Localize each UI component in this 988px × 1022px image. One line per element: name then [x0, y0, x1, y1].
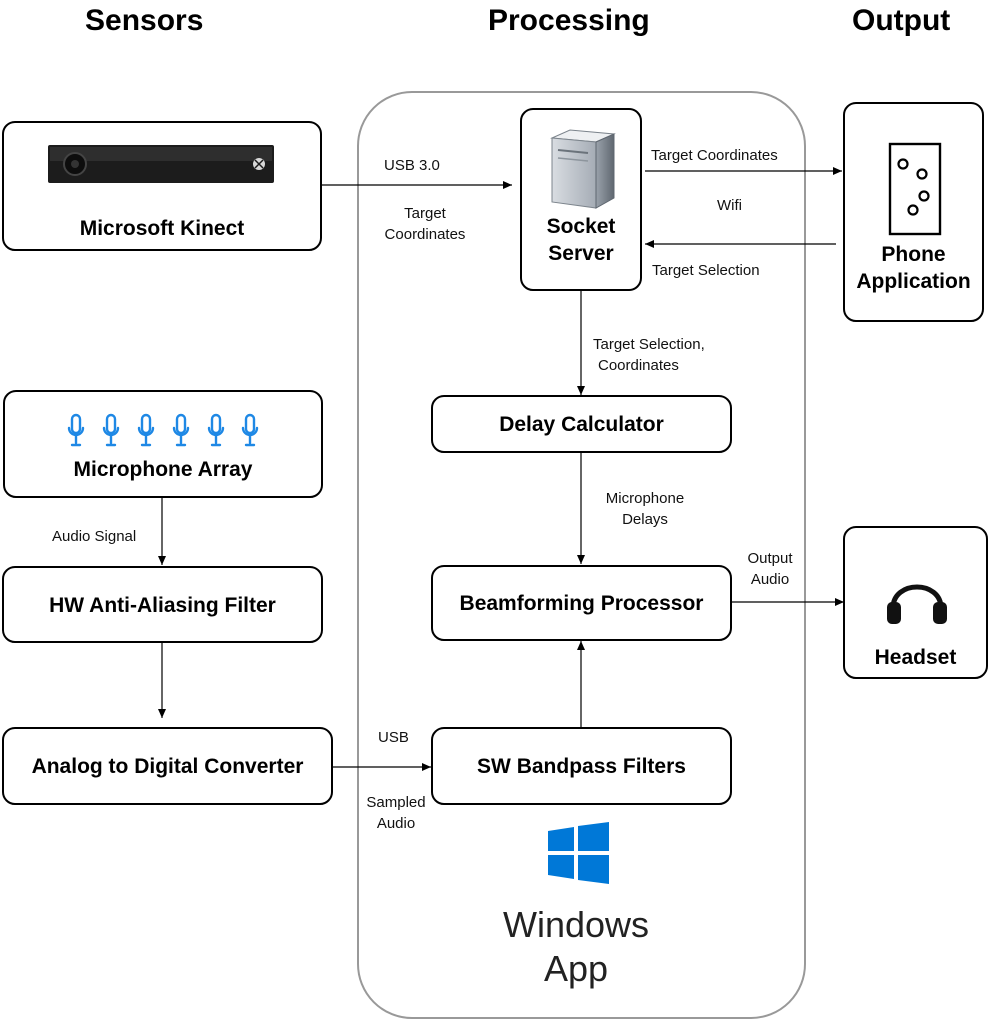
- windows-logo-icon: [548, 822, 609, 884]
- phone-icon: [888, 142, 942, 236]
- edge-label-usb30: USB 3.0: [384, 157, 440, 174]
- phone-application-block: Phone Application: [843, 102, 984, 322]
- delay-calculator-block: Delay Calculator: [431, 395, 732, 453]
- beamforming-processor-block: Beamforming Processor: [431, 565, 732, 641]
- phone-application-label-line: Application: [856, 270, 971, 293]
- edge-label-line: Target: [404, 205, 446, 222]
- edge-label-line: Microphone: [605, 490, 685, 507]
- phone-application-label: Phone Application: [841, 241, 986, 295]
- headset-block: Headset: [843, 526, 988, 679]
- windows-app-label-line: App: [543, 948, 609, 989]
- microphone-array-block: Microphone Array: [3, 390, 323, 498]
- edge-label-target-selection: Target Selection: [652, 262, 760, 279]
- headphones-icon: [887, 584, 947, 624]
- adc-label: Analog to Digital Converter: [31, 755, 304, 778]
- microphone-array-label: Microphone Array: [73, 458, 253, 481]
- edge-label-line: Audio: [376, 815, 416, 832]
- headset-label: Headset: [874, 646, 957, 669]
- windows-app-container: [357, 91, 806, 1019]
- windows-app-label-line: Windows: [502, 904, 650, 945]
- hw-anti-aliasing-filter-block: HW Anti-Aliasing Filter: [2, 566, 323, 643]
- kinect-sensor-icon: [48, 145, 274, 183]
- edge-label-line: Audio: [750, 571, 790, 588]
- socket-server-label-line: Server: [548, 242, 614, 265]
- kinect-label: Microsoft Kinect: [79, 217, 245, 240]
- edge-label-wifi: Wifi: [717, 197, 742, 214]
- edge-label-line: Coordinates: [384, 226, 466, 243]
- edge-label-target-coordinates-in: Target Coordinates: [370, 203, 480, 245]
- edge-label-line: Target Selection,: [593, 336, 705, 353]
- edge-label-line: Output: [747, 550, 793, 567]
- windows-app-label: Windows App: [476, 903, 676, 991]
- edge-label-target-coordinates-out: Target Coordinates: [651, 147, 778, 164]
- heading-sensors: Sensors: [85, 4, 204, 37]
- edge-label-output-audio: Output Audio: [738, 548, 802, 590]
- socket-server-block: Socket Server: [520, 108, 642, 291]
- edge-label-line: Delays: [622, 511, 668, 528]
- edge-label-audio-signal: Audio Signal: [52, 528, 137, 545]
- kinect-block: Microsoft Kinect: [2, 121, 322, 251]
- edge-label-usb: USB: [378, 729, 409, 746]
- edge-label-microphone-delays: Microphone Delays: [594, 488, 696, 530]
- edge-label-target-selection-coordinates: Target Selection, Coordinates: [593, 334, 715, 376]
- hw-anti-aliasing-filter-label: HW Anti-Aliasing Filter: [49, 594, 276, 617]
- beamforming-processor-label: Beamforming Processor: [459, 592, 704, 615]
- edge-label-line: Sampled: [366, 794, 426, 811]
- edge-label-sampled-audio: Sampled Audio: [355, 792, 437, 834]
- microphone-icon: [67, 413, 259, 447]
- server-icon: [550, 129, 616, 209]
- sw-bandpass-filters-label: SW Bandpass Filters: [477, 755, 686, 778]
- adc-block: Analog to Digital Converter: [2, 727, 333, 805]
- delay-calculator-label: Delay Calculator: [499, 413, 664, 436]
- edge-label-line: Coordinates: [598, 357, 679, 374]
- socket-server-label: Socket Server: [522, 213, 640, 267]
- socket-server-label-line: Socket: [546, 215, 616, 238]
- sw-bandpass-filters-block: SW Bandpass Filters: [431, 727, 732, 805]
- heading-processing: Processing: [488, 4, 650, 37]
- phone-application-label-line: Phone: [881, 243, 946, 266]
- heading-output: Output: [852, 4, 951, 37]
